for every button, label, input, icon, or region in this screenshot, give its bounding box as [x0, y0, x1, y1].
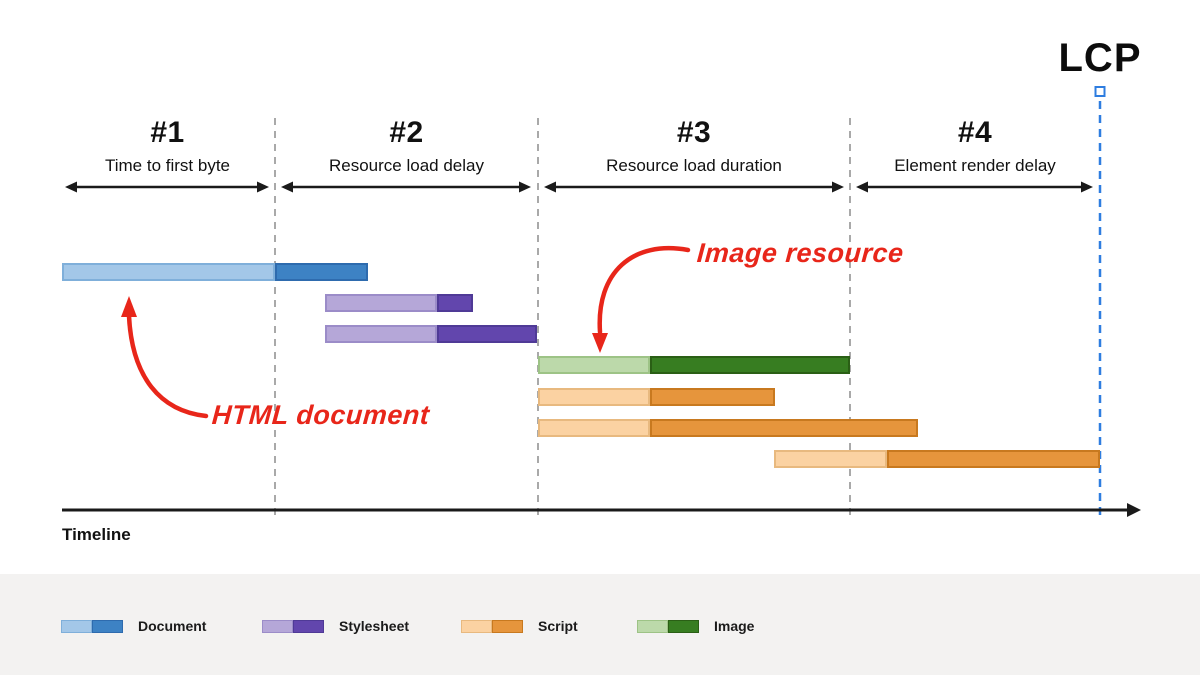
phase-2-number: #2 [389, 116, 424, 149]
bar-script-light-segment [538, 419, 650, 437]
bar-script-light-segment [774, 450, 887, 468]
arrow-left-head-icon [281, 181, 293, 193]
phase-4-header: #4 Element render delay [852, 116, 1098, 175]
phase-3-number: #3 [676, 116, 712, 149]
legend-label-stylesheet: Stylesheet [339, 618, 410, 634]
phase-4-number: #4 [957, 116, 993, 149]
bar-image-light-segment [538, 356, 650, 374]
legend-label-image: Image [714, 618, 755, 634]
bar-image-dark-segment [650, 356, 850, 374]
legend-label-document: Document [138, 618, 207, 634]
bar-document [62, 263, 368, 281]
lcp-marker-square-icon [1094, 86, 1106, 97]
axis-arrow-head-icon [1127, 503, 1141, 517]
legend-swatch-script-icon [461, 619, 523, 633]
bar-document-light-segment [62, 263, 275, 281]
phase-3-label: Resource load duration [606, 156, 782, 175]
red-annotation-arrow [126, 313, 209, 419]
legend-swatch-stylesheet-icon [262, 619, 324, 633]
bar-script [538, 419, 918, 437]
phase-3-header: #3 Resource load duration [540, 116, 848, 175]
red-annotation-arrow [597, 246, 691, 335]
legend-item-document: Document [61, 617, 206, 635]
bar-stylesheet-dark-segment [437, 294, 473, 312]
bar-script-dark-segment [650, 419, 918, 437]
legend-item-stylesheet: Stylesheet [262, 617, 409, 635]
bar-stylesheet-light-segment [325, 294, 437, 312]
red-annotation-arrow-head-icon [592, 333, 608, 353]
bar-script-dark-segment [887, 450, 1100, 468]
phase-1-label: Time to first byte [104, 156, 230, 175]
legend-swatch-image-icon [637, 619, 699, 633]
legend-item-script: Script [461, 617, 578, 635]
timeline-axis-label: Timeline [62, 525, 131, 544]
phase-1-number: #1 [150, 116, 185, 149]
legend-swatch-document-icon [61, 619, 123, 633]
arrow-left-head-icon [544, 181, 556, 193]
bar-script-light-segment [538, 388, 650, 406]
bar-script [774, 450, 1100, 468]
lcp-title: LCP [1058, 36, 1142, 80]
legend-label-script: Script [538, 618, 578, 634]
bar-image [538, 356, 850, 374]
legend-background [0, 574, 1200, 675]
phase-2-header: #2 Resource load delay [277, 116, 536, 175]
arrow-left-head-icon [856, 181, 868, 193]
bar-document-dark-segment [275, 263, 368, 281]
phase-2-label: Resource load delay [329, 156, 484, 175]
bar-stylesheet-dark-segment [437, 325, 537, 343]
bar-stylesheet-light-segment [325, 325, 437, 343]
annotation-image-resource: Image resource [695, 238, 905, 268]
arrow-right-head-icon [257, 181, 269, 193]
arrow-right-head-icon [519, 181, 531, 193]
bar-script-dark-segment [650, 388, 775, 406]
bar-stylesheet [325, 325, 537, 343]
legend-item-image: Image [637, 617, 754, 635]
arrow-right-head-icon [1081, 181, 1093, 193]
red-annotation-arrow-head-icon [121, 296, 137, 317]
arrow-left-head-icon [65, 181, 77, 193]
arrow-right-head-icon [832, 181, 844, 193]
phase-1-header: #1 Time to first byte [62, 116, 273, 175]
bar-script [538, 388, 775, 406]
phase-4-label: Element render delay [894, 156, 1056, 175]
bar-stylesheet [325, 294, 473, 312]
annotation-html-document: HTML document [210, 400, 431, 430]
